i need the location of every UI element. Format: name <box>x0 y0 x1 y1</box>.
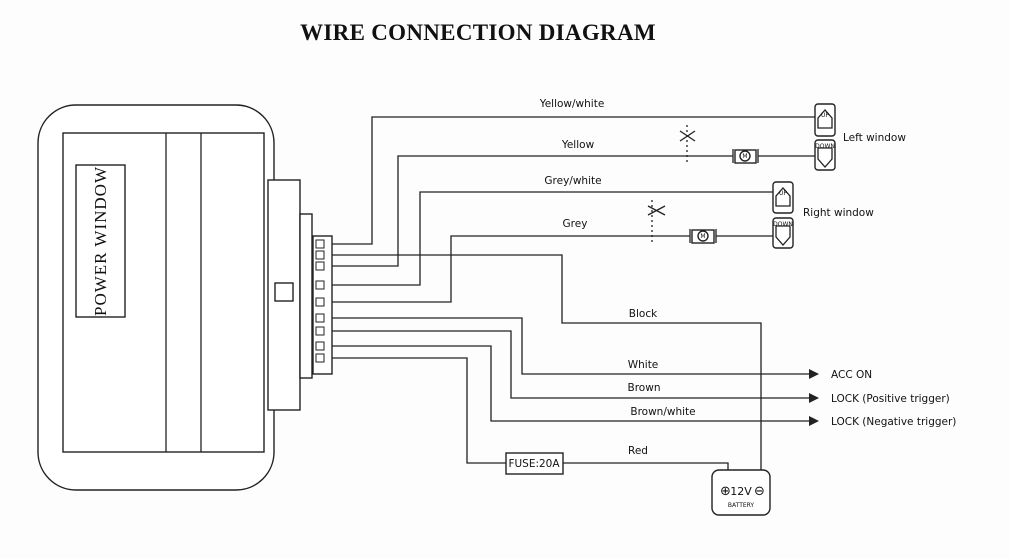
input-lock-positive-label: LOCK (Positive trigger) <box>831 393 950 405</box>
connector-pin <box>315 297 325 307</box>
power-window-module: POWER WINDOW <box>37 104 333 491</box>
wire-yellow-white <box>332 116 818 245</box>
fuse: FUSE:20A <box>505 452 564 475</box>
right-up-label: UP <box>779 190 787 197</box>
label-yellow: Yellow <box>561 139 595 151</box>
right-window-switch: UP DOWN <box>772 181 794 249</box>
battery-voltage: 12V <box>730 485 752 498</box>
diagram-title: WIRE CONNECTION DIAGRAM <box>300 20 656 45</box>
battery-plus-icon: ⊕ <box>720 484 731 499</box>
connector-pin <box>315 239 325 249</box>
right-window-label: Right window <box>803 207 874 219</box>
connector-pin <box>315 250 325 260</box>
arrow-lock-positive-icon <box>809 393 819 403</box>
connector-pins <box>315 239 325 363</box>
label-white: White <box>628 359 659 371</box>
cut-mark-right <box>647 200 666 242</box>
label-brown-white: Brown/white <box>630 406 695 418</box>
arrow-lock-negative-icon <box>809 416 819 426</box>
motor-right: M <box>689 229 717 244</box>
battery-minus-icon: ⊖ <box>754 484 765 499</box>
wire-red <box>332 357 729 470</box>
wire-brown-white <box>332 345 810 422</box>
left-window-label: Left window <box>843 132 906 144</box>
label-yellow-white: Yellow/white <box>539 98 605 110</box>
left-up-label: UP <box>821 112 829 119</box>
motor-left-label: M <box>742 153 747 160</box>
battery: ⊕ 12V ⊖ BATTERY <box>711 469 771 516</box>
left-down-label: DOWN <box>815 143 835 150</box>
battery-body <box>711 469 771 516</box>
cut-mark-left <box>679 125 696 162</box>
label-block: Block <box>629 308 658 320</box>
motor-right-label: M <box>700 233 705 240</box>
right-up-key <box>772 181 794 214</box>
right-down-label: DOWN <box>773 221 793 228</box>
input-lock-negative-label: LOCK (Negative trigger) <box>831 416 956 428</box>
battery-label: BATTERY <box>728 502 755 509</box>
arrow-acc-icon <box>809 369 819 379</box>
motor-left: M <box>732 149 759 164</box>
wiring <box>332 116 818 470</box>
module-label: POWER WINDOW <box>91 166 110 316</box>
label-grey-white: Grey/white <box>544 175 601 187</box>
wire-yellow <box>332 155 818 267</box>
label-brown: Brown <box>628 382 661 394</box>
module-label-box <box>75 164 126 318</box>
connector-pin <box>315 353 325 363</box>
wire-white <box>332 317 810 375</box>
fuse-label: FUSE:20A <box>508 458 560 470</box>
connector-pin <box>315 341 325 351</box>
left-window-switch: UP DOWN <box>814 103 836 171</box>
connector-shroud <box>299 213 313 379</box>
label-grey: Grey <box>563 218 588 230</box>
wire-block <box>332 254 762 470</box>
input-acc-label: ACC ON <box>831 369 872 381</box>
connector-pin <box>315 280 325 290</box>
label-red: Red <box>628 445 648 457</box>
wire-brown <box>332 330 810 399</box>
connector-latch <box>274 282 294 302</box>
fuse-box <box>505 452 564 475</box>
connector-pin <box>315 313 325 323</box>
connector-pin <box>315 326 325 336</box>
connector-pin <box>315 261 325 271</box>
wire-grey-white <box>332 191 776 286</box>
wire-grey <box>332 235 776 303</box>
input-arrows <box>809 369 819 426</box>
